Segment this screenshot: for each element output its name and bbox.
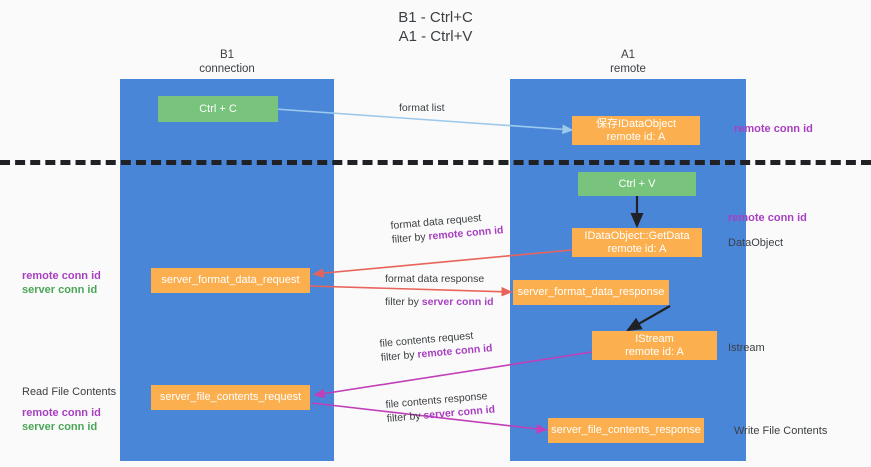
box-idataobject-getdata-line2: remote id: A — [607, 242, 667, 255]
phase-separator — [0, 160, 871, 165]
annotation-left-server-conn-id-2: server conn id — [22, 421, 98, 433]
box-server-format-data-request-line1: server_format_data_request — [161, 274, 300, 286]
box-istream-line1: IStream — [635, 332, 674, 345]
edge-label-file-contents-response: file contents response filter by server … — [385, 389, 496, 426]
edge-label-format-data-response-line1: format data response — [385, 273, 485, 285]
column-header-a1-name: A1 — [620, 49, 636, 61]
annotation-right-write-file-contents: Write File Contents — [734, 425, 828, 437]
box-save-idataobject[interactable]: 保存IDataObject remote id: A — [572, 116, 700, 145]
edge-label-file-contents-response-prefix: filter by — [386, 409, 424, 425]
annotation-right-remote-conn-id-mid: remote conn id — [728, 212, 807, 224]
edge-label-format-data-request-prefix: filter by — [391, 230, 429, 246]
box-ctrl-c-line1: Ctrl + C — [199, 102, 237, 115]
edge-label-file-contents-request-prefix: filter by — [380, 348, 418, 364]
diagram-title: B1 - Ctrl+C A1 - Ctrl+V — [0, 8, 871, 46]
box-istream-line2: remote id: A — [625, 345, 684, 358]
box-server-format-data-response[interactable]: server_format_data_response — [513, 280, 669, 305]
box-ctrl-v[interactable]: Ctrl + V — [578, 172, 696, 196]
box-server-file-contents-request-line1: server_file_contents_request — [159, 391, 302, 403]
column-header-a1-role: remote — [610, 63, 646, 75]
column-header-b1: B1 connection — [120, 48, 334, 76]
annotation-left-remote-conn-id-1: remote conn id — [22, 270, 101, 282]
box-ctrl-c[interactable]: Ctrl + C — [158, 96, 278, 122]
title-line-2: A1 - Ctrl+V — [398, 28, 473, 45]
edge-label-format-list: format list — [399, 101, 445, 115]
column-header-a1: A1 remote — [510, 48, 746, 76]
edge-label-format-data-request: format data request filter by remote con… — [390, 209, 504, 247]
annotation-left-read-file-contents: Read File Contents — [22, 386, 117, 398]
column-header-b1-role: connection — [199, 63, 255, 75]
annotation-left-server-conn-id-1: server conn id — [22, 284, 98, 296]
box-server-file-contents-request[interactable]: server_file_contents_request — [151, 385, 310, 410]
box-save-idataobject-line1: 保存IDataObject — [595, 117, 677, 130]
box-idataobject-getdata[interactable]: IDataObject::GetData remote id: A — [572, 228, 702, 257]
edge-label-format-data-response: format data response filter by server co… — [385, 272, 494, 309]
column-header-b1-name: B1 — [219, 49, 235, 61]
annotation-left-remote-conn-id-2: remote conn id — [22, 407, 101, 419]
edge-label-file-contents-request: file contents request filter by remote c… — [379, 327, 493, 365]
box-server-format-data-response-line1: server_format_data_response — [517, 286, 665, 298]
edge-label-format-data-response-highlight: server conn id — [421, 296, 494, 308]
box-idataobject-getdata-line1: IDataObject::GetData — [584, 229, 690, 242]
box-ctrl-v-line1: Ctrl + V — [618, 177, 656, 190]
annotation-right-dataobject: DataObject — [728, 237, 784, 249]
box-server-format-data-request[interactable]: server_format_data_request — [151, 268, 310, 293]
box-server-file-contents-response[interactable]: server_file_contents_response — [548, 418, 704, 443]
box-istream[interactable]: IStream remote id: A — [592, 331, 717, 360]
title-line-1: B1 - Ctrl+C — [398, 9, 473, 26]
edge-label-format-data-response-line2: filter by server conn id — [385, 295, 494, 309]
box-server-file-contents-response-line1: server_file_contents_response — [551, 424, 701, 436]
annotation-right-remote-conn-id-top: remote conn id — [734, 123, 813, 135]
edge-label-format-list-text: format list — [399, 102, 445, 114]
edge-label-format-data-response-prefix: filter by — [385, 296, 422, 308]
box-save-idataobject-line2: remote id: A — [606, 130, 666, 143]
annotation-right-istream: Istream — [728, 342, 765, 354]
